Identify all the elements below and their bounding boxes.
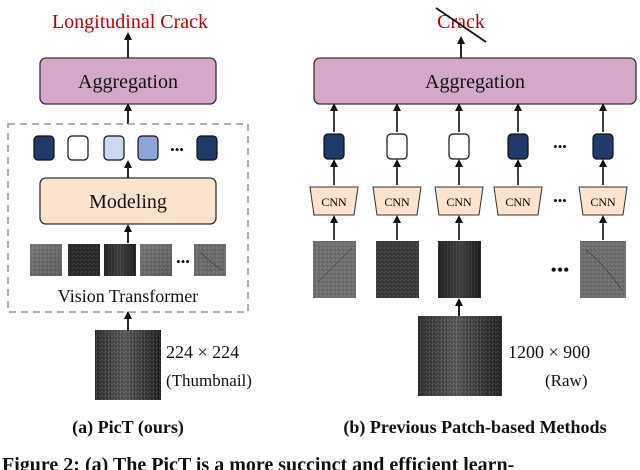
left-panel: Longitudinal Crack Aggregation ••• Model… [7,11,252,438]
cnn-label: CNN [321,195,347,209]
left-caption: (a) PicT (ours) [72,417,184,438]
left-aggregation-label: Aggregation [78,71,178,93]
cnn-label: CNN [505,195,531,209]
left-token-ellipsis: ••• [170,142,184,157]
cnn-label: CNN [384,195,410,209]
token [507,133,529,160]
vision-transformer-label: Vision Transformer [58,286,198,306]
cnn-label: CNN [446,195,472,209]
token [592,133,614,160]
token [386,133,408,160]
token [448,133,470,160]
token [137,135,159,161]
right-input-note: (Raw) [545,371,587,390]
cnn-label: CNN [590,195,616,209]
strike-through [435,7,487,43]
cnn-block [434,186,484,216]
figure-caption: Figure 2: (a) The PicT is a more succinc… [2,454,514,470]
cnn-block [493,186,543,216]
token [103,135,125,161]
token [33,135,55,161]
token [196,135,218,161]
right-patch-ellipsis: ••• [551,260,570,280]
cnn-block [372,186,422,216]
right-panel: Crack Aggregation CNN CNN CNN [309,7,637,438]
cnn-block [578,186,628,216]
left-input-note: (Thumbnail) [166,371,252,390]
cnn-block [309,186,359,216]
left-output-label: Longitudinal Crack [52,11,208,33]
left-input-size: 224 × 224 [166,342,239,362]
right-caption: (b) Previous Patch-based Methods [343,417,606,438]
right-token-ellipsis: ••• [553,139,567,154]
token [323,133,345,160]
left-patch-ellipsis: ••• [176,254,190,269]
right-cnn-ellipsis: ••• [553,193,567,208]
token [67,135,89,161]
modeling-label: Modeling [89,191,167,213]
vision-transformer-frame [7,123,249,313]
right-input-size: 1200 × 900 [508,342,590,362]
right-aggregation-box [313,57,637,105]
right-aggregation-label: Aggregation [425,71,525,93]
